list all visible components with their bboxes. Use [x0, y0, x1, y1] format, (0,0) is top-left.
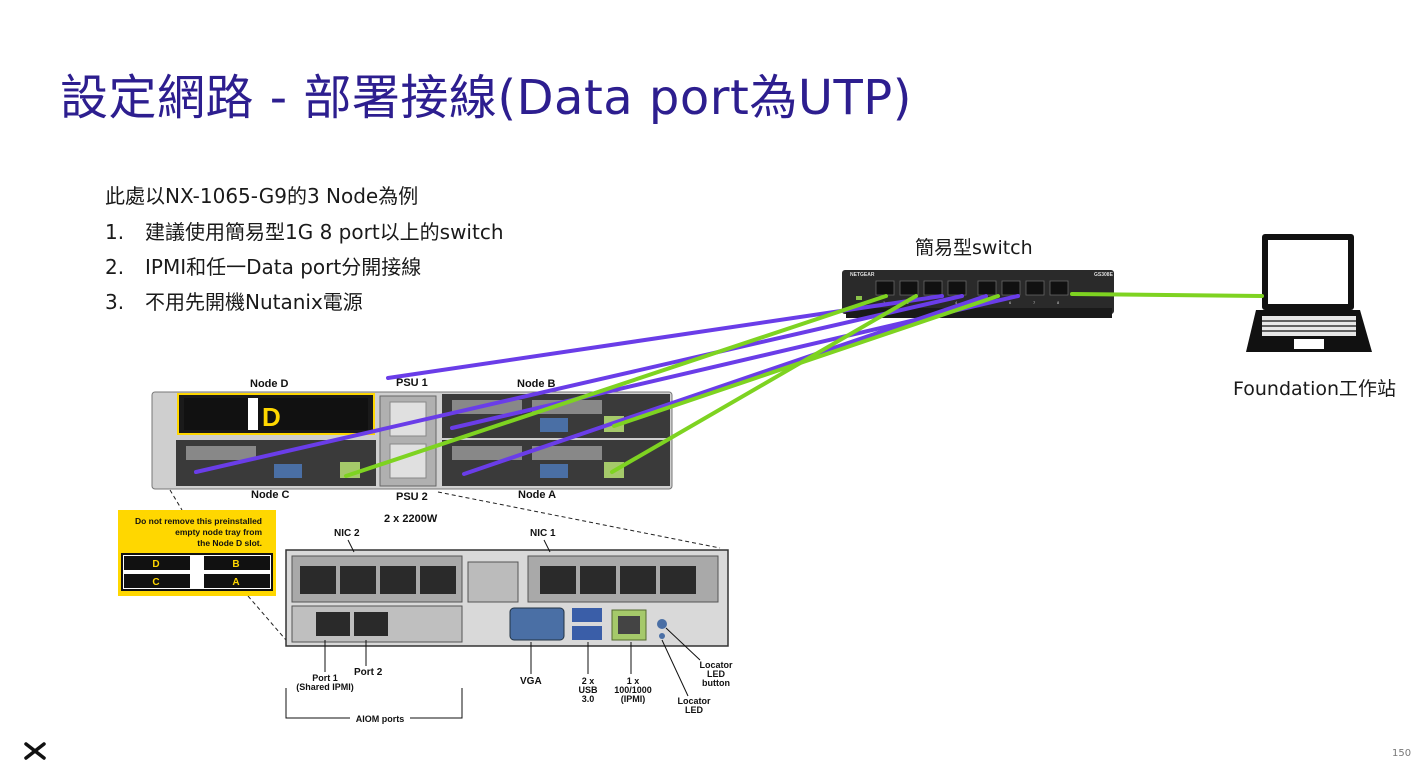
svg-text:100/1000: 100/1000: [614, 685, 652, 695]
svg-text:2 x: 2 x: [582, 676, 595, 686]
svg-text:A: A: [232, 577, 239, 588]
step-item: 1.建議使用簡易型1G 8 port以上的switch: [105, 220, 504, 244]
intro-text: 此處以NX-1065-G9的3 Node為例: [105, 184, 419, 208]
node-c-label: Node C: [251, 489, 290, 501]
svg-text:D: D: [152, 559, 159, 570]
chassis-rear: D Node D PSU 1 Node B Node C PSU 2 Node …: [151, 377, 673, 525]
switch-model: GS308E: [1094, 272, 1114, 278]
node-slot-warning-label: Do not remove this preinstalled empty no…: [118, 510, 276, 596]
nic2-label: NIC 2: [334, 528, 360, 539]
svg-text:C: C: [152, 577, 159, 588]
green-cable: [612, 294, 1000, 428]
svg-text:(IPMI): (IPMI): [621, 694, 646, 704]
laptop-icon: [1246, 234, 1372, 352]
psu2-label: PSU 2: [396, 491, 428, 503]
workstation-label: Foundation工作站: [1233, 378, 1397, 400]
page-title: 設定網路 - 部署接線(Data port為UTP): [60, 70, 912, 126]
svg-text:Locator: Locator: [677, 696, 711, 706]
svg-text:6: 6: [1009, 300, 1012, 305]
svg-text:B: B: [232, 559, 239, 570]
node-rear-detail: NIC 2 NIC 1 Port 2 VGA Port 1 (Shared IP…: [285, 528, 733, 724]
purple-cable: [194, 294, 964, 474]
svg-text:the Node D slot.: the Node D slot.: [197, 538, 262, 548]
svg-text:(Shared IPMI): (Shared IPMI): [296, 682, 354, 692]
switch-label: 簡易型switch: [915, 237, 1033, 259]
vga-label: VGA: [520, 676, 542, 687]
green-cable: [344, 294, 888, 478]
svg-text:Do not remove this preinstalle: Do not remove this preinstalled: [135, 516, 262, 526]
port2-label: Port 2: [354, 667, 383, 678]
purple-cable: [450, 294, 1020, 430]
step-item: 2.IPMI和任一Data port分開接線: [105, 255, 422, 279]
node-d-label: Node D: [250, 378, 289, 390]
svg-text:empty node tray from: empty node tray from: [175, 527, 262, 537]
green-cable: [1070, 292, 1264, 298]
node-b-label: Node B: [517, 378, 556, 390]
svg-text:LED: LED: [707, 669, 726, 679]
aiom-label: AIOM ports: [356, 714, 405, 724]
nutanix-x-logo-icon: [24, 742, 46, 760]
svg-text:7: 7: [1033, 300, 1036, 305]
node-d-blank-label: D: [262, 402, 281, 432]
port1-label: Port 1: [312, 673, 338, 683]
switch-brand: NETGEAR: [850, 272, 875, 278]
svg-text:8: 8: [1057, 300, 1060, 305]
node-a-label: Node A: [518, 489, 556, 501]
switch-ports: [875, 280, 1069, 296]
netgear-switch: NETGEAR GS308E 1 2 3 4 5 6 7 8: [842, 270, 1114, 318]
step-item: 3.不用先開機Nutanix電源: [105, 290, 363, 314]
svg-text:Locator: Locator: [699, 660, 733, 670]
cables: [194, 292, 1264, 478]
green-cable: [610, 294, 918, 474]
svg-text:4: 4: [955, 300, 958, 305]
psu1-label: PSU 1: [396, 377, 428, 389]
svg-text:3.0: 3.0: [582, 694, 595, 704]
svg-text:USB: USB: [578, 685, 598, 695]
steps-list: 1.建議使用簡易型1G 8 port以上的switch 2.IPMI和任一Dat…: [105, 216, 504, 321]
svg-text:1 x: 1 x: [627, 676, 640, 686]
svg-text:button: button: [702, 678, 730, 688]
nic1-label: NIC 1: [530, 528, 556, 539]
svg-text:LED: LED: [685, 705, 704, 715]
page-number: 150: [1392, 748, 1411, 759]
psu-spec-label: 2 x 2200W: [384, 513, 438, 525]
